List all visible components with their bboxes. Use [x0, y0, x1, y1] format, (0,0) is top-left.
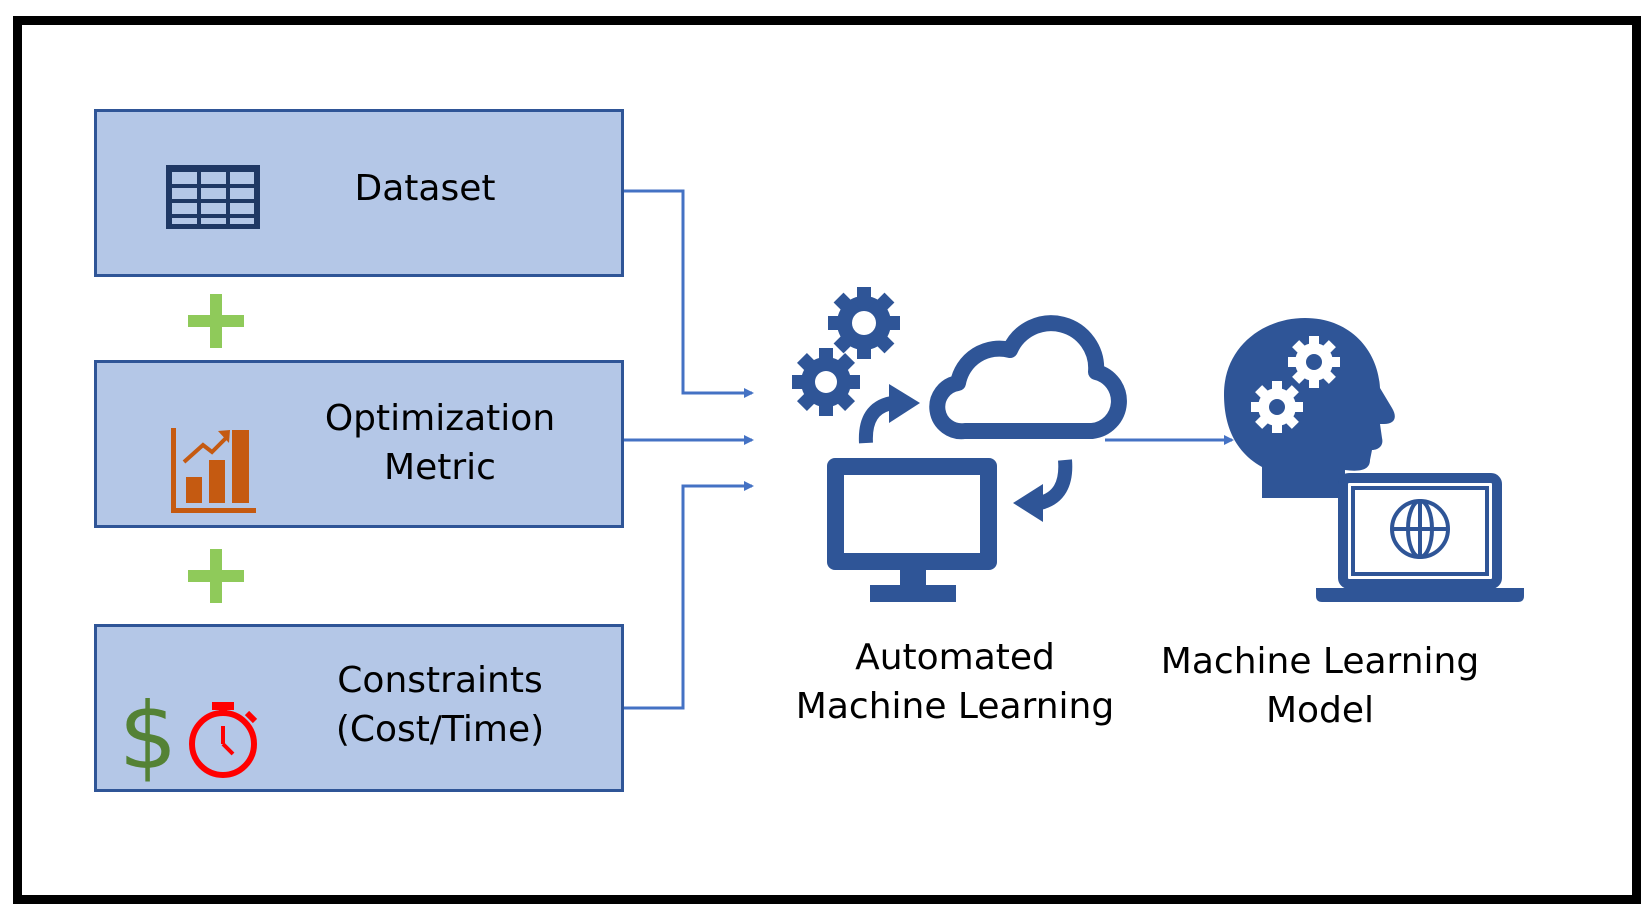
constraints-label-line1: Constraints: [337, 660, 543, 701]
svg-text:$: $: [119, 683, 178, 790]
cloud-icon: [929, 315, 1127, 440]
metric-label-line2: Metric: [384, 447, 496, 488]
plus-icon: [188, 549, 244, 603]
metric-label-line1: Optimization: [324, 398, 556, 439]
bar-chart-icon: [171, 428, 256, 513]
table-icon: [166, 165, 260, 229]
constraints-connector-arrow: [624, 481, 754, 710]
gears-icon: [792, 287, 900, 416]
model-caption-line2: Model: [1265, 690, 1375, 731]
automl-caption-line2: Machine Learning: [795, 686, 1115, 727]
stopwatch-icon: [189, 702, 258, 778]
monitor-icon: [827, 458, 997, 602]
model-caption-line1: Machine Learning: [1160, 641, 1480, 682]
dataset-connector-arrow: [624, 189, 754, 398]
sync-arrows-icon: [858, 396, 1073, 510]
dataset-label: Dataset: [354, 168, 496, 209]
sync-arrowheads: [889, 384, 1043, 522]
laptop-globe-icon: [1316, 473, 1524, 602]
dollar-icon: $: [119, 683, 178, 790]
constraints-box: [94, 624, 624, 792]
head-gears-icon: [1224, 318, 1395, 498]
automl-caption-line1: Automated: [855, 637, 1055, 678]
constraints-label-line2: (Cost/Time): [335, 709, 545, 750]
metric-box: [94, 360, 624, 528]
plus-icon: [188, 294, 244, 348]
